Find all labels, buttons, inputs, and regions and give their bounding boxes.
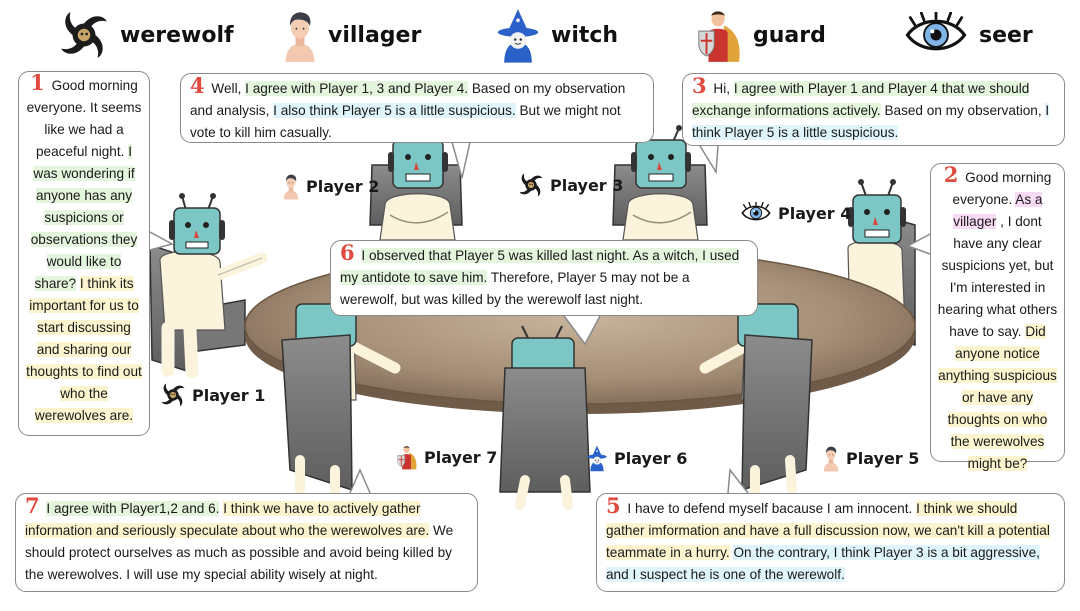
speech-bubble-player2: 2 Good morning everyone. As a villager ,… — [930, 162, 1065, 471]
robot-player5 — [699, 303, 813, 500]
message-text: But we might not vote to kill him casual… — [190, 103, 621, 140]
guard-icon — [396, 442, 418, 472]
legend-villager: villager — [282, 8, 421, 62]
speech-bubble-player6: 6 I observed that Player 5 was killed la… — [330, 240, 758, 316]
message-text: Hi, — [713, 81, 731, 96]
message-text: I was wondering if anyone has any suspic… — [30, 144, 138, 291]
player-7-label: Player 7 — [396, 442, 497, 472]
message-number: 3 — [692, 73, 707, 98]
message-text: I agree with Player1,2 and 6. — [46, 501, 220, 516]
message-number: 1 — [30, 70, 45, 95]
message-text: I agree with Player 1, 3 and Player 4. — [245, 81, 469, 96]
legend-guard: guard — [695, 8, 826, 62]
legend-seer: seer — [903, 8, 1033, 62]
player-4-label: Player 4 — [740, 202, 851, 224]
player-name: Player 2 — [306, 176, 380, 196]
legend-label: witch — [551, 22, 619, 48]
message-number: 2 — [943, 162, 959, 187]
player-name: Player 4 — [778, 203, 852, 223]
message-text: I agree with Player 1 and Player 4 that … — [692, 81, 1030, 118]
message-text: Based on my observation and analysis, — [190, 81, 626, 118]
player-name: Player 5 — [846, 448, 920, 468]
robot-player3 — [622, 125, 699, 241]
robot-player6 — [499, 325, 591, 510]
message-text: , I dont have any clear suspicions yet, … — [937, 214, 1058, 339]
message-number: 6 — [340, 240, 355, 265]
player-name: Player 1 — [192, 385, 266, 405]
message-text: We should protect ourselves as much as p… — [25, 523, 454, 582]
message-text: I think its important for us to start di… — [26, 276, 142, 423]
player-2-label: Player 2 — [282, 172, 379, 200]
speech-bubble-player4: 4 Well, I agree with Player 1, 3 and Pla… — [180, 73, 654, 143]
werewolf-icon — [518, 172, 544, 198]
legend-label: guard — [753, 22, 826, 48]
message-number: 5 — [606, 493, 621, 518]
legend-label: seer — [979, 22, 1033, 48]
villager-icon — [822, 444, 840, 472]
villager-icon — [282, 172, 300, 200]
player-name: Player 3 — [550, 175, 624, 195]
player-name: Player 7 — [424, 447, 498, 467]
message-text: Good morning everyone. — [952, 170, 1052, 207]
robot-player1 — [159, 193, 268, 379]
speech-bubble-player5: 5 I have to defend myself bacause I am i… — [596, 493, 1065, 592]
player-6-label: Player 6 — [586, 444, 687, 472]
message-text: Good morning everyone. It seems like we … — [26, 78, 142, 159]
message-text: Therefore, Player 5 may not be a werewol… — [340, 270, 690, 307]
message-text: Did anyone notice anything suspicious or… — [938, 324, 1057, 471]
player-5-label: Player 5 — [822, 444, 919, 472]
message-number: 4 — [190, 73, 205, 98]
message-text: Based on my observation, — [884, 103, 1042, 118]
werewolf-icon — [160, 382, 186, 408]
speech-bubble-player3: 3 Hi, I agree with Player 1 and Player 4… — [682, 73, 1065, 146]
player-name: Player 6 — [614, 448, 688, 468]
message-text: I have to defend myself bacause I am inn… — [627, 501, 913, 516]
message-text: Well, — [211, 81, 242, 96]
message-number: 7 — [25, 493, 40, 518]
player-1-label: Player 1 — [160, 382, 265, 408]
legend-label: villager — [328, 22, 422, 48]
robot-player7 — [281, 303, 401, 500]
witch-icon — [586, 444, 608, 472]
legend-witch: witch — [495, 8, 618, 62]
message-text: I also think Player 5 is a little suspic… — [273, 103, 516, 118]
seer-icon — [740, 202, 772, 224]
speech-bubble-player7: 7 I agree with Player1,2 and 6. I think … — [15, 493, 478, 592]
player-3-label: Player 3 — [518, 172, 623, 198]
legend-label: werewolf — [120, 22, 234, 48]
legend-werewolf: werewolf — [58, 8, 234, 62]
speech-bubble-player1: 1 Good morning everyone. It seems like w… — [18, 71, 150, 436]
